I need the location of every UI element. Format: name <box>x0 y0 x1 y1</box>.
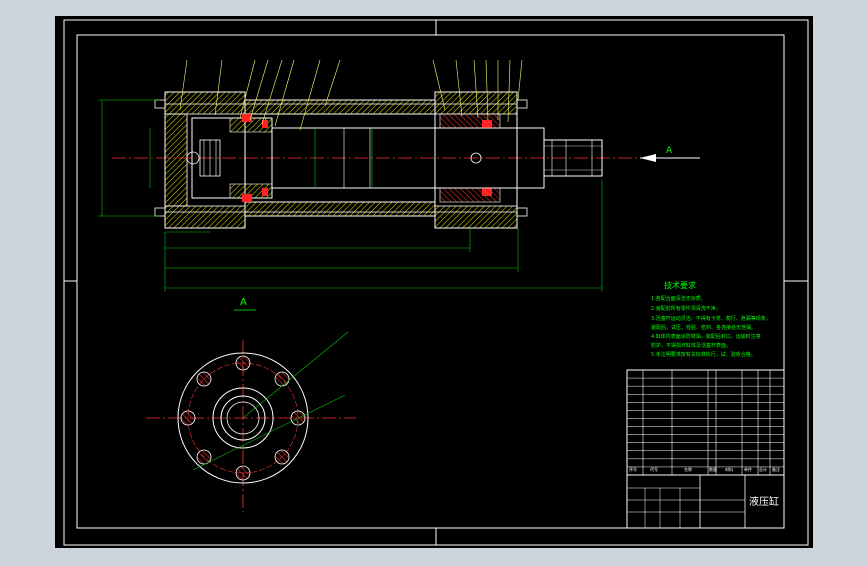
tech-req-line: 4.缸体内表面涂防锈油，装配后封口，运输时注意 <box>651 333 761 340</box>
parts-header-cell: 代号 <box>650 466 658 472</box>
parts-header-cell: 材料 <box>725 466 733 472</box>
parts-header-cell: 总计 <box>759 466 767 472</box>
view-label: A <box>240 297 247 308</box>
parts-list: 序号 代号 名称 数量 材料 单件 总计 备注 <box>626 369 785 476</box>
title-block: 液压缸 <box>626 474 785 529</box>
parts-header-cell: 数量 <box>709 466 717 472</box>
drawing-title: 液压缸 <box>749 495 779 508</box>
section-arrow-label: A <box>666 146 673 156</box>
tech-req-line: 装配后，试压、检验、密封、各连接处无泄漏。 <box>651 324 756 331</box>
tech-req-line: 1.各配合面清洁无杂质。 <box>651 295 706 302</box>
tech-req-line: 防护，不得损坏缸体及活塞杆表面。 <box>651 342 731 349</box>
parts-header-cell: 备注 <box>772 466 780 472</box>
parts-header-cell: 单件 <box>744 466 752 472</box>
tech-req-line: 3.活塞杆运动灵活，不得有卡滞、爬行、泄漏等现象， <box>651 315 771 322</box>
parts-header-cell: 名称 <box>684 466 692 472</box>
tech-req-line: 5.未注明要求按有关标准执行，试、验收合格。 <box>651 351 756 358</box>
technical-requirements: 技术要求 1.各配合面清洁无杂质。 2.装配前所有零件须清洗干净。 3.活塞杆运… <box>651 280 771 358</box>
flange-end-view: A <box>146 297 356 512</box>
parts-header-cell: 序号 <box>629 466 637 472</box>
tech-req-heading: 技术要求 <box>664 280 696 290</box>
section-arrow: A <box>640 146 700 162</box>
centering-marks <box>64 20 808 545</box>
cylinder-section-view: A <box>98 59 700 292</box>
parts-header-row: 序号 代号 名称 数量 材料 单件 总计 备注 <box>629 466 780 472</box>
tech-req-line: 2.装配前所有零件须清洗干净。 <box>651 305 721 312</box>
